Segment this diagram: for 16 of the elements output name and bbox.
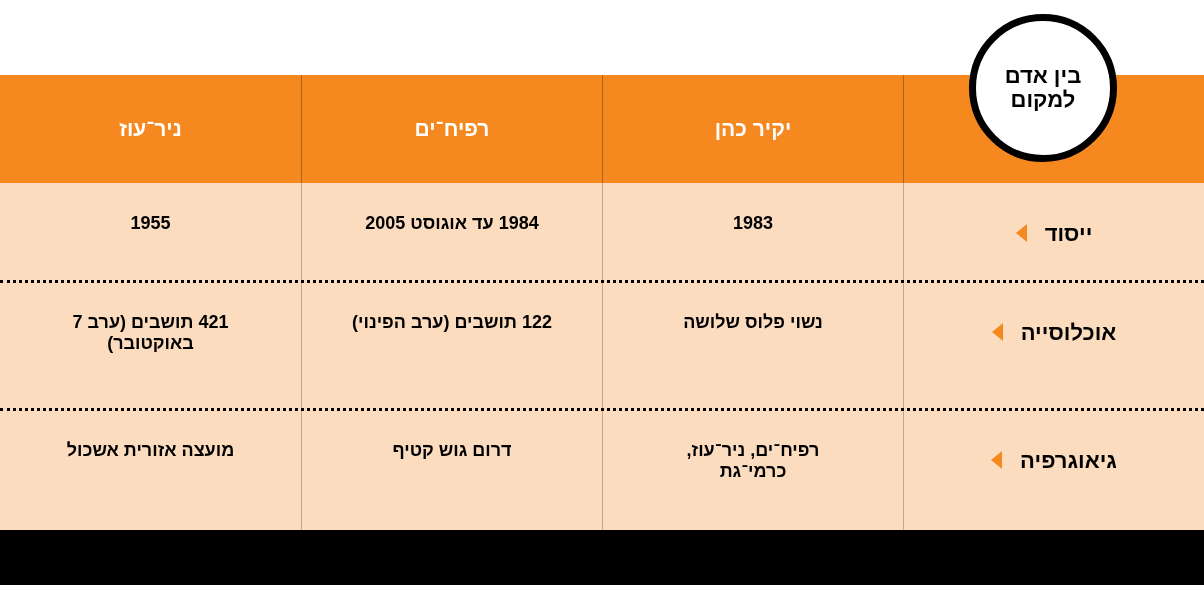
- table-cell-text: רפיח־ים, ניר־עוז, כרמי־גת: [685, 440, 821, 483]
- row-header: אוכלוסייה: [1020, 318, 1117, 347]
- table-cell-text: מועצה אזורית אשכול: [66, 440, 235, 462]
- column-header: יקיר כהן: [714, 116, 792, 143]
- circle-title: בין אדם למקום: [1003, 64, 1083, 112]
- table-cell-text: 122 תושבים (ערב הפינוי): [352, 312, 552, 334]
- table-cell-text: 1984 עד אוגוסט 2005: [365, 213, 539, 235]
- row-header: ייסוד: [1044, 219, 1093, 248]
- table-cell-text: 421 תושבים (ערב 7 באוקטובר): [71, 312, 230, 355]
- table-cell-text: נשוי פלוס שלושה: [683, 312, 823, 334]
- column-header: רפיח־ים: [414, 116, 490, 143]
- row-header: גיאוגרפיה: [1020, 446, 1117, 475]
- table-cell-text: 1983: [733, 213, 774, 235]
- table-cell-text: דרום גוש קטיף: [392, 440, 512, 462]
- table-cell-text: 1955: [130, 213, 171, 235]
- column-header: ניר־עוז: [119, 116, 182, 143]
